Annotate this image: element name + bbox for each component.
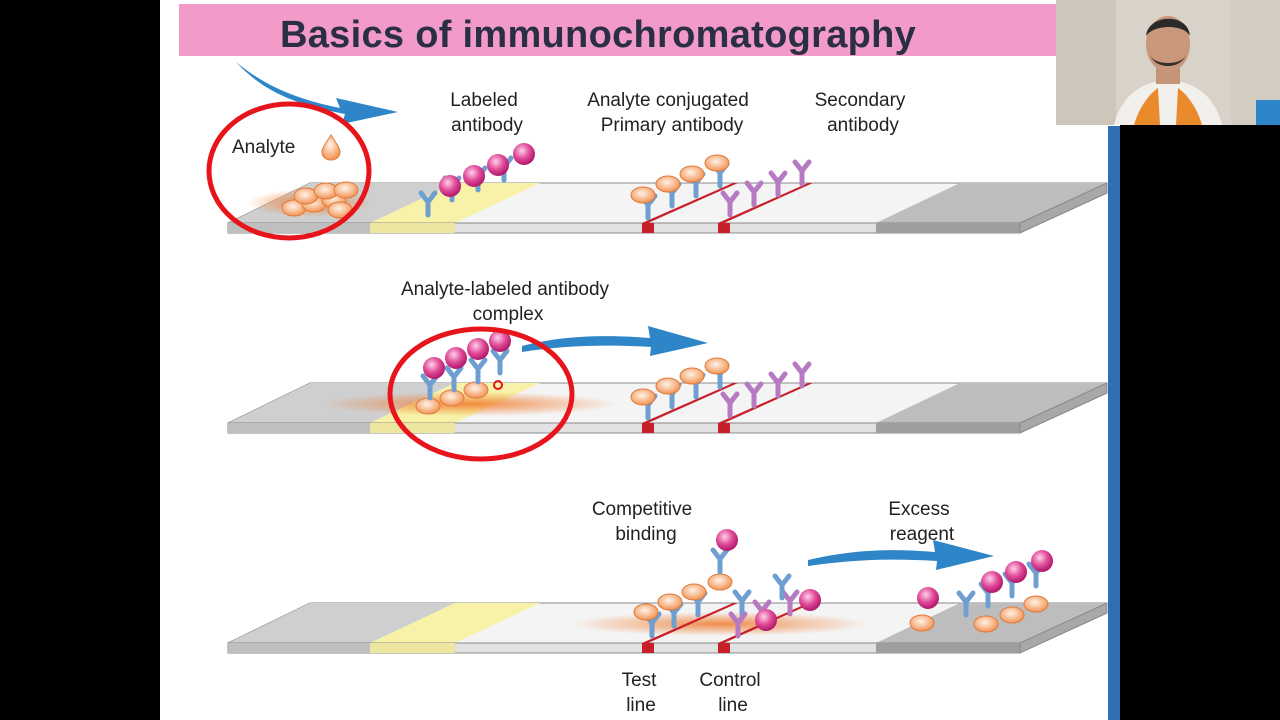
analyte-highlight-circle xyxy=(206,101,372,241)
immunochromatography-diagram: Analyte Labeled antibody Analyte conjuga… xyxy=(206,62,1108,716)
slide-title: Basics of immunochromatography xyxy=(280,14,917,56)
label-complex-2: complex xyxy=(473,304,544,325)
label-analyte: Analyte xyxy=(232,137,295,158)
excess-reagent-group xyxy=(909,550,1053,633)
primary-antibody-test-line-2 xyxy=(630,357,730,418)
presenter-video xyxy=(1056,0,1280,125)
label-labeled-antibody-1: Labeled xyxy=(450,90,518,111)
presentation-slide: Basics of immunochromatography xyxy=(160,0,1120,720)
primary-antibody-test-line xyxy=(630,154,730,218)
label-secondary-antibody-1: Secondary xyxy=(815,90,906,111)
label-analyte-conjugated-1: Analyte conjugated xyxy=(587,90,749,111)
analyte-antibody-complex xyxy=(415,330,511,415)
label-analyte-conjugated-2: Primary antibody xyxy=(601,115,744,136)
strip-1 xyxy=(206,62,1108,241)
flow-arrow-2 xyxy=(522,326,708,356)
slide-accent-rule xyxy=(1108,126,1120,720)
analyte-drop-icon xyxy=(321,134,341,161)
complex-highlight-circle xyxy=(387,326,575,462)
competitive-binding-group xyxy=(633,529,821,636)
label-test-line-1: Test xyxy=(622,670,658,691)
labeled-antibody-group xyxy=(421,143,535,215)
label-complex-1: Analyte-labeled antibody xyxy=(401,279,610,300)
label-excess-2: reagent xyxy=(890,524,955,545)
label-control-line-2: line xyxy=(718,695,748,716)
label-control-line-1: Control xyxy=(699,670,760,691)
label-secondary-antibody-2: antibody xyxy=(827,115,899,136)
label-test-line-2: line xyxy=(626,695,656,716)
flow-arrow-1 xyxy=(236,62,398,124)
strip-3 xyxy=(227,529,1108,654)
label-competitive-1: Competitive xyxy=(592,499,692,520)
label-labeled-antibody-2: antibody xyxy=(451,115,523,136)
label-competitive-2: binding xyxy=(615,524,676,545)
label-excess-1: Excess xyxy=(888,499,949,520)
flow-arrow-3 xyxy=(808,540,994,570)
strip-2 xyxy=(227,326,1108,462)
webcam-overlay xyxy=(1056,0,1280,125)
title-bar: Basics of immunochromatography xyxy=(179,4,1056,56)
